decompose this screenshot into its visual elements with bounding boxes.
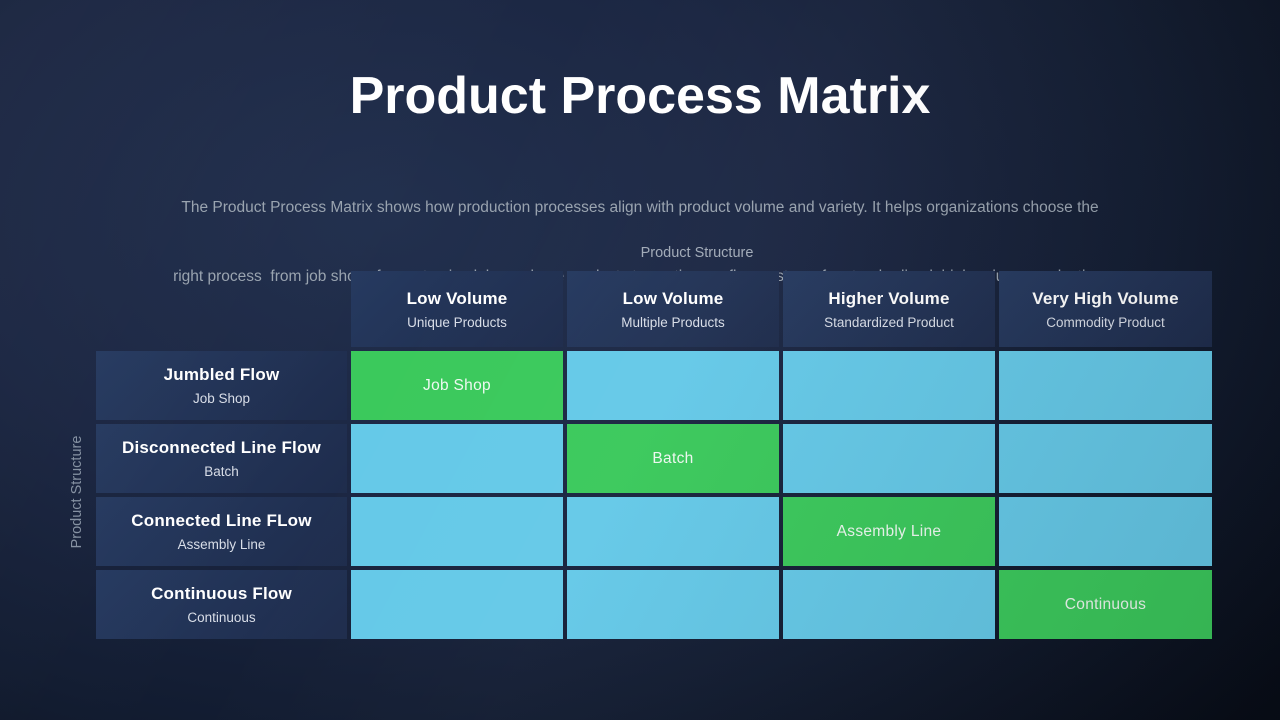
matrix-cell xyxy=(999,497,1212,566)
row-title: Jumbled Flow xyxy=(163,365,280,384)
matrix-cell xyxy=(567,570,779,639)
row-header-continuous-flow: Continuous Flow Continuous xyxy=(96,570,347,639)
row-subtitle: Continuous xyxy=(187,610,256,625)
matrix-cell: Continuous xyxy=(999,570,1212,639)
column-subtitle: Commodity Product xyxy=(1046,314,1165,330)
matrix-cell xyxy=(351,424,563,493)
column-title: Low Volume xyxy=(622,288,724,308)
column-title: Low Volume xyxy=(406,288,508,308)
matrix-cell xyxy=(783,570,995,639)
matrix-cell xyxy=(351,570,563,639)
row-subtitle: Assembly Line xyxy=(177,537,266,552)
row-subtitle: Job Shop xyxy=(192,391,251,406)
row-subtitle: Batch xyxy=(204,464,239,479)
matrix-cell xyxy=(351,497,563,566)
left-axis-label: Product Structure xyxy=(69,435,85,549)
row-title: Disconnected Line Flow xyxy=(122,438,321,457)
column-subtitle: Unique Products xyxy=(407,314,507,330)
column-header-very-high-volume: Very High Volume Commodity Product xyxy=(999,271,1212,347)
column-title: Very High Volume xyxy=(1032,288,1179,308)
matrix-corner-spacer xyxy=(96,271,347,347)
matrix-cell xyxy=(999,351,1212,420)
column-header-higher-volume: Higher Volume Standardized Product xyxy=(783,271,995,347)
row-header-connected-line-flow: Connected Line FLow Assembly Line xyxy=(96,497,347,566)
row-title: Connected Line FLow xyxy=(131,511,312,530)
matrix-cell xyxy=(567,497,779,566)
column-header-low-volume-unique: Low Volume Unique Products xyxy=(351,271,563,347)
row-header-disconnected-line-flow: Disconnected Line Flow Batch xyxy=(96,424,347,493)
row-header-jumbled-flow: Jumbled Flow Job Shop xyxy=(96,351,347,420)
column-title: Higher Volume xyxy=(828,288,950,308)
top-axis-label: Product Structure xyxy=(640,245,754,261)
matrix-cell xyxy=(783,424,995,493)
column-subtitle: Standardized Product xyxy=(824,314,954,330)
matrix-cell xyxy=(567,351,779,420)
page-title: Product Process Matrix xyxy=(349,67,931,125)
description-line-1: The Product Process Matrix shows how pro… xyxy=(181,199,1099,216)
column-subtitle: Multiple Products xyxy=(621,314,725,330)
matrix-cell: Job Shop xyxy=(351,351,563,420)
matrix-cell xyxy=(999,424,1212,493)
matrix-cell xyxy=(783,351,995,420)
matrix-cell: Assembly Line xyxy=(783,497,995,566)
matrix-cell: Batch xyxy=(567,424,779,493)
row-title: Continuous Flow xyxy=(151,584,292,603)
column-header-low-volume-multiple: Low Volume Multiple Products xyxy=(567,271,779,347)
process-matrix: Low Volume Unique Products Low Volume Mu… xyxy=(96,271,1212,639)
